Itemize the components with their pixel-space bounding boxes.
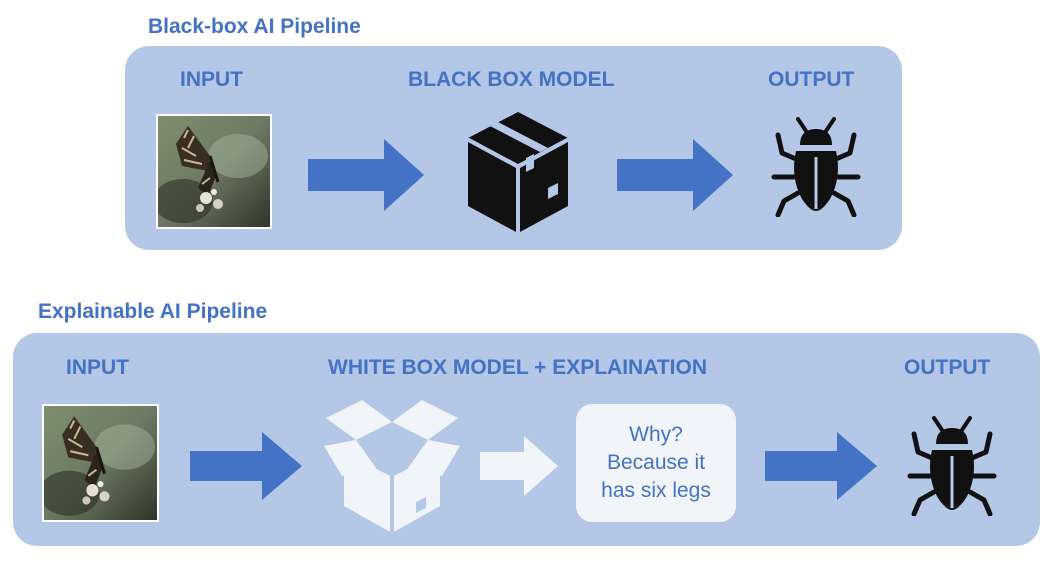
arrow-model-to-output [617, 139, 733, 211]
explainable-output-label: OUTPUT [904, 356, 991, 379]
black-box-output-label: OUTPUT [768, 68, 855, 91]
explanation-line-1: Why? [629, 423, 683, 446]
black-box-pipeline-title: Black-box AI Pipeline [148, 15, 361, 38]
butterfly-photo [42, 404, 159, 522]
arrow-input-to-model [308, 139, 424, 211]
bug-icon [771, 117, 861, 217]
explanation-line-2: Because it [606, 451, 706, 474]
explainable-input-label: INPUT [66, 356, 129, 379]
black-box-input-label: INPUT [180, 68, 243, 91]
closed-box-icon [467, 112, 569, 234]
explainable-model-label: WHITE BOX MODEL + EXPLAINATION [328, 356, 707, 379]
arrow-input-to-model [190, 432, 302, 500]
bug-icon [907, 416, 997, 516]
arrow-explanation-to-output [765, 432, 877, 500]
open-box-icon [324, 400, 460, 532]
arrow-model-to-explanation [480, 436, 558, 496]
explanation-line-3: has six legs [601, 479, 711, 502]
explanation-box: Why? Because it has six legs [576, 404, 736, 522]
explainable-pipeline-title: Explainable AI Pipeline [38, 300, 268, 323]
butterfly-photo [156, 114, 272, 229]
black-box-model-label: BLACK BOX MODEL [408, 68, 615, 91]
